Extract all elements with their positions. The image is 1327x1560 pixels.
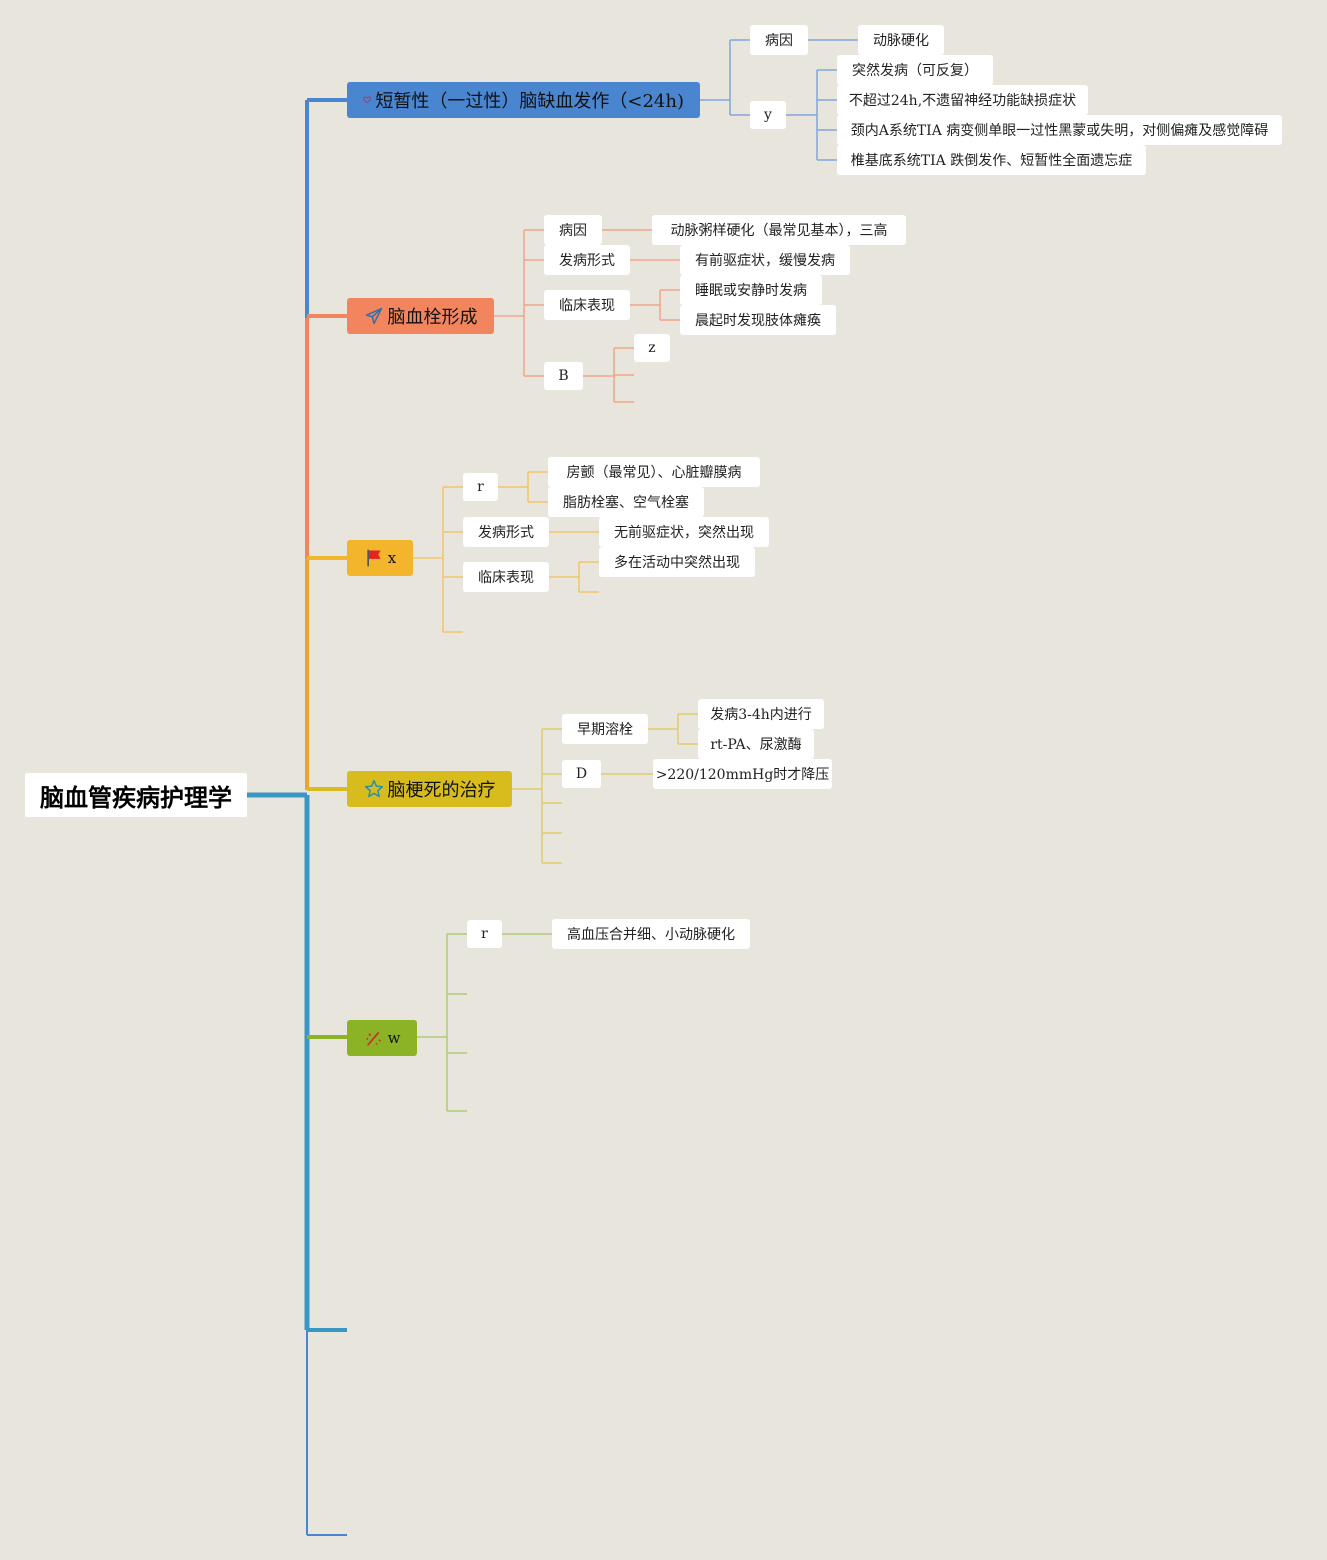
subtopic-node[interactable]: y [750,101,786,129]
subtopic-node[interactable]: 椎基底系统TIA 跌倒发作、短暂性全面遗忘症 [837,145,1146,175]
flag-icon [367,549,381,567]
paper-plane-icon [365,307,382,325]
branch-w[interactable]: w [347,1020,417,1056]
branch-tia[interactable]: 短暂性（一过性）脑缺血发作（<24h) [347,82,700,118]
branch-title: x [387,549,397,567]
subtopic-node[interactable]: z [634,334,670,362]
subtopic-node[interactable]: >220/120mmHg时才降压 [653,759,832,789]
subtopic-node[interactable]: 睡眠或安静时发病 [680,275,822,305]
subtopic-node[interactable]: 多在活动中突然出现 [599,547,755,577]
subtopic-node[interactable]: 发病形式 [463,517,549,547]
branch-title: w [387,1029,401,1047]
subtopic-node[interactable]: 有前驱症状，缓慢发病 [680,245,850,275]
subtopic-node[interactable]: 高血压合并细、小动脉硬化 [552,919,750,949]
subtopic-node[interactable]: 早期溶栓 [562,714,648,744]
branch-x[interactable]: x [347,540,413,576]
branch-treatment[interactable]: 脑梗死的治疗 [347,771,512,807]
branch-thrombosis[interactable]: 脑血栓形成 [347,298,494,334]
root-topic[interactable]: 脑血管疾病护理学 [25,773,247,817]
subtopic-node[interactable]: D [562,760,601,788]
subtopic-node[interactable]: 病因 [750,25,808,55]
subtopic-node[interactable]: 动脉硬化 [858,25,944,55]
magic-wand-icon [365,1032,381,1046]
subtopic-node[interactable]: rt-PA、尿激酶 [698,729,814,759]
subtopic-node[interactable]: 发病3-4h内进行 [698,699,824,729]
branch-title: 脑梗死的治疗 [387,780,496,801]
subtopic-node[interactable]: 发病形式 [544,245,630,275]
subtopic-node[interactable]: 不超过24h,不遗留神经功能缺损症状 [837,85,1088,115]
subtopic-node[interactable]: 突然发病（可反复） [837,55,993,85]
subtopic-node[interactable]: r [467,920,502,948]
subtopic-node[interactable]: B [544,362,583,390]
subtopic-node[interactable]: 房颤（最常见）、心脏瓣膜病 [548,457,760,487]
subtopic-node[interactable]: 临床表现 [463,562,549,592]
branch-title: 短暂性（一过性）脑缺血发作（<24h) [375,91,684,112]
branch-title: 脑血栓形成 [387,307,478,328]
subtopic-node[interactable]: 病因 [544,215,602,245]
subtopic-node[interactable]: 临床表现 [544,290,630,320]
subtopic-node[interactable]: 晨起时发现肢体瘫痪 [680,305,836,335]
subtopic-node[interactable]: 颈内A系统TIA 病变侧单眼一过性黑蒙或失明，对侧偏瘫及感觉障碍 [837,115,1282,145]
subtopic-node[interactable]: 脂肪栓塞、空气栓塞 [548,487,704,517]
subtopic-node[interactable]: 无前驱症状，突然出现 [599,517,769,547]
subtopic-node[interactable]: r [463,473,498,501]
heart-icon [363,96,372,104]
subtopic-node[interactable]: 动脉粥样硬化（最常见基本），三高 [652,215,906,245]
star-icon [364,779,383,798]
